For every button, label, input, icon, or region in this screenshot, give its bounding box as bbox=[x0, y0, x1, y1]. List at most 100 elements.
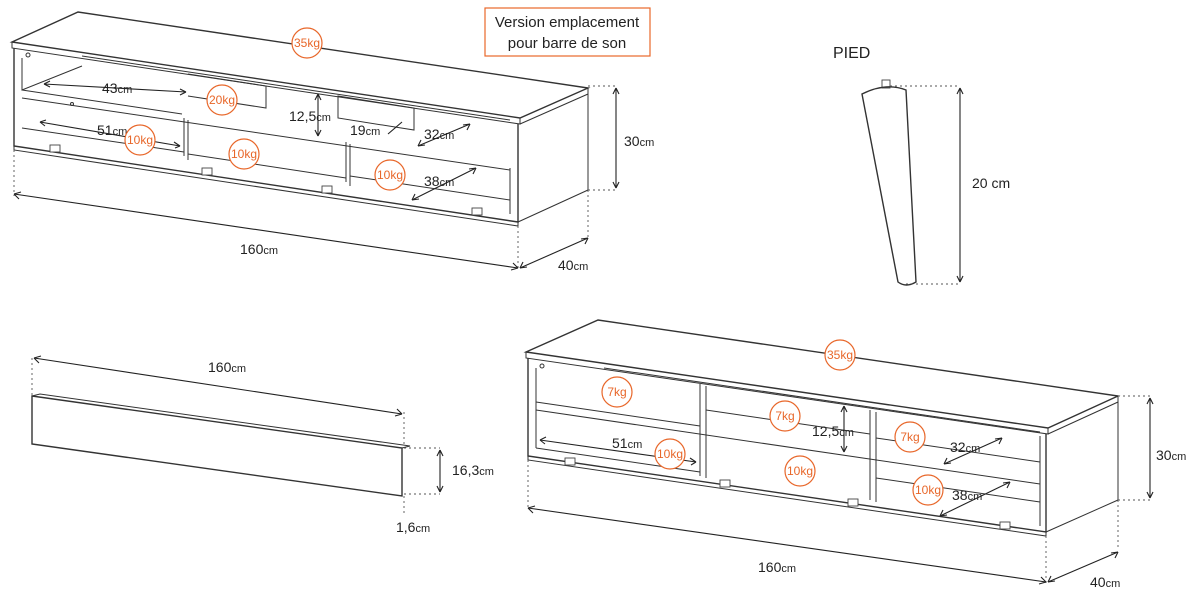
label-depth-40: 40cm bbox=[558, 257, 588, 273]
top-unit-back-line bbox=[81, 55, 511, 121]
arrow-19 bbox=[387, 121, 403, 135]
badge-b-upper-b-7kg: 7kg bbox=[769, 400, 801, 432]
top-height-guides bbox=[588, 85, 616, 191]
top-unit-top-side-edge bbox=[519, 88, 589, 125]
arrow-43 bbox=[43, 83, 187, 93]
label-32: 32cm bbox=[424, 126, 454, 142]
label-foot-20: 20 cm bbox=[972, 175, 1010, 191]
arrow-length-160 bbox=[13, 193, 519, 269]
top-tv-unit: 43cm 12,5cm 51cm 19cm 32cm 38cm 30cm 160… bbox=[9, 11, 654, 273]
badge-drawer-20kg: 20kg bbox=[206, 84, 238, 116]
svg-text:35kg: 35kg bbox=[294, 36, 320, 50]
svg-text:7kg: 7kg bbox=[775, 409, 794, 423]
top-unit-shelf-line bbox=[21, 97, 511, 171]
svg-text:10kg: 10kg bbox=[787, 464, 813, 478]
bottom-unit-side bbox=[1045, 402, 1119, 533]
top-unit-hinge-mark bbox=[25, 52, 31, 58]
label-19: 19cm bbox=[350, 122, 380, 138]
top-unit-foot-3 bbox=[321, 185, 333, 194]
arrow-b-32 bbox=[943, 437, 1003, 465]
foot-leg bbox=[861, 86, 917, 286]
badge-shelf-c-10kg: 10kg bbox=[374, 159, 406, 191]
label-b-32: 32cm bbox=[950, 439, 980, 455]
note-line-2: pour barre de son bbox=[508, 35, 626, 52]
label-b-38: 38cm bbox=[952, 487, 982, 503]
top-unit-foot-1 bbox=[49, 144, 61, 153]
panel-guides bbox=[31, 358, 405, 516]
top-unit-pin-mark bbox=[70, 102, 74, 106]
bottom-unit-top-edge bbox=[525, 352, 1049, 435]
label-panel-160: 160cm bbox=[208, 359, 246, 375]
svg-text:10kg: 10kg bbox=[657, 447, 683, 461]
svg-text:20kg: 20kg bbox=[209, 93, 235, 107]
top-unit-lower-floor bbox=[21, 127, 185, 153]
label-b-depth-40: 40cm bbox=[1090, 574, 1120, 590]
label-b-length-160: 160cm bbox=[758, 559, 796, 575]
foot-screw bbox=[881, 79, 891, 89]
label-panel-1-6: 1,6cm bbox=[396, 519, 430, 535]
top-unit-front bbox=[13, 48, 519, 223]
foot-detail: PIED 20 cm bbox=[833, 45, 1010, 286]
top-length-guides bbox=[13, 150, 519, 270]
arrow-32 bbox=[417, 123, 471, 147]
top-unit-mid-floor bbox=[187, 153, 347, 179]
badge-shelf-a-10kg: 10kg bbox=[124, 124, 156, 156]
svg-text:10kg: 10kg bbox=[915, 483, 941, 497]
bottom-lower-floor bbox=[875, 477, 1041, 503]
svg-text:10kg: 10kg bbox=[231, 147, 257, 161]
svg-text:10kg: 10kg bbox=[127, 133, 153, 147]
svg-text:7kg: 7kg bbox=[900, 430, 919, 444]
label-43: 43cm bbox=[102, 80, 132, 96]
bottom-unit-foot-3 bbox=[847, 498, 859, 507]
bottom-unit-hinge-mark bbox=[539, 363, 545, 369]
top-unit-foot-4 bbox=[471, 207, 483, 216]
bottom-tv-unit: 51cm 12,5cm 32cm 38cm 30cm 160cm 40cm 35… bbox=[523, 319, 1186, 590]
top-unit-bottom-edge bbox=[13, 146, 519, 227]
badge-b-upper-c-7kg: 7kg bbox=[894, 421, 926, 453]
label-b-height-30: 30cm bbox=[1156, 447, 1186, 463]
top-unit-top-edge bbox=[11, 42, 521, 125]
badge-b-lower-a-10kg: 10kg bbox=[654, 438, 686, 470]
badge-b-lower-c-10kg: 10kg bbox=[912, 474, 944, 506]
bottom-unit-foot-2 bbox=[719, 479, 731, 488]
arrow-b-38 bbox=[939, 481, 1011, 517]
panel-front-face bbox=[31, 395, 403, 497]
bottom-shelf-left bbox=[535, 401, 701, 427]
front-panel: 160cm 16,3cm 1,6cm bbox=[31, 355, 494, 535]
bottom-shelf-line bbox=[535, 409, 1041, 485]
svg-text:10kg: 10kg bbox=[377, 168, 403, 182]
label-12-5: 12,5cm bbox=[289, 108, 331, 124]
soundbar-note: Version emplacement pour barre de son bbox=[484, 7, 651, 57]
svg-text:7kg: 7kg bbox=[607, 385, 626, 399]
arrow-38 bbox=[411, 167, 477, 201]
arrow-b-depth-40 bbox=[1047, 551, 1119, 583]
foot-height-guides bbox=[890, 85, 960, 285]
label-b-51: 51cm bbox=[612, 435, 642, 451]
label-length-160: 160cm bbox=[240, 241, 278, 257]
svg-text:35kg: 35kg bbox=[827, 348, 853, 362]
label-38: 38cm bbox=[424, 173, 454, 189]
arrow-panel-160 bbox=[33, 357, 403, 415]
badge-b-upper-a-7kg: 7kg bbox=[601, 376, 633, 408]
top-unit-foot-2 bbox=[201, 167, 213, 176]
badge-top-35kg: 35kg bbox=[291, 27, 323, 59]
arrow-depth-40 bbox=[519, 237, 589, 269]
note-line-1: Version emplacement bbox=[495, 14, 640, 31]
bottom-unit-front bbox=[527, 358, 1047, 533]
panel-top-edge bbox=[31, 393, 411, 449]
badge-b-top-35kg: 35kg bbox=[824, 339, 856, 371]
top-unit-shelf-upper bbox=[21, 89, 183, 115]
arrow-51 bbox=[39, 121, 181, 147]
bottom-unit-foot-4 bbox=[999, 521, 1011, 530]
label-b-12-5: 12,5cm bbox=[812, 423, 854, 439]
foot-title: PIED bbox=[833, 45, 870, 62]
badge-b-lower-b-10kg: 10kg bbox=[784, 455, 816, 487]
soundbar-recess-2 bbox=[337, 95, 415, 131]
arrow-b-length-160 bbox=[527, 507, 1047, 583]
label-panel-16-3: 16,3cm bbox=[452, 462, 494, 478]
top-unit-side bbox=[517, 94, 589, 223]
label-51: 51cm bbox=[97, 122, 127, 138]
bottom-unit-foot-1 bbox=[564, 457, 576, 466]
bottom-back-line bbox=[603, 367, 1041, 433]
